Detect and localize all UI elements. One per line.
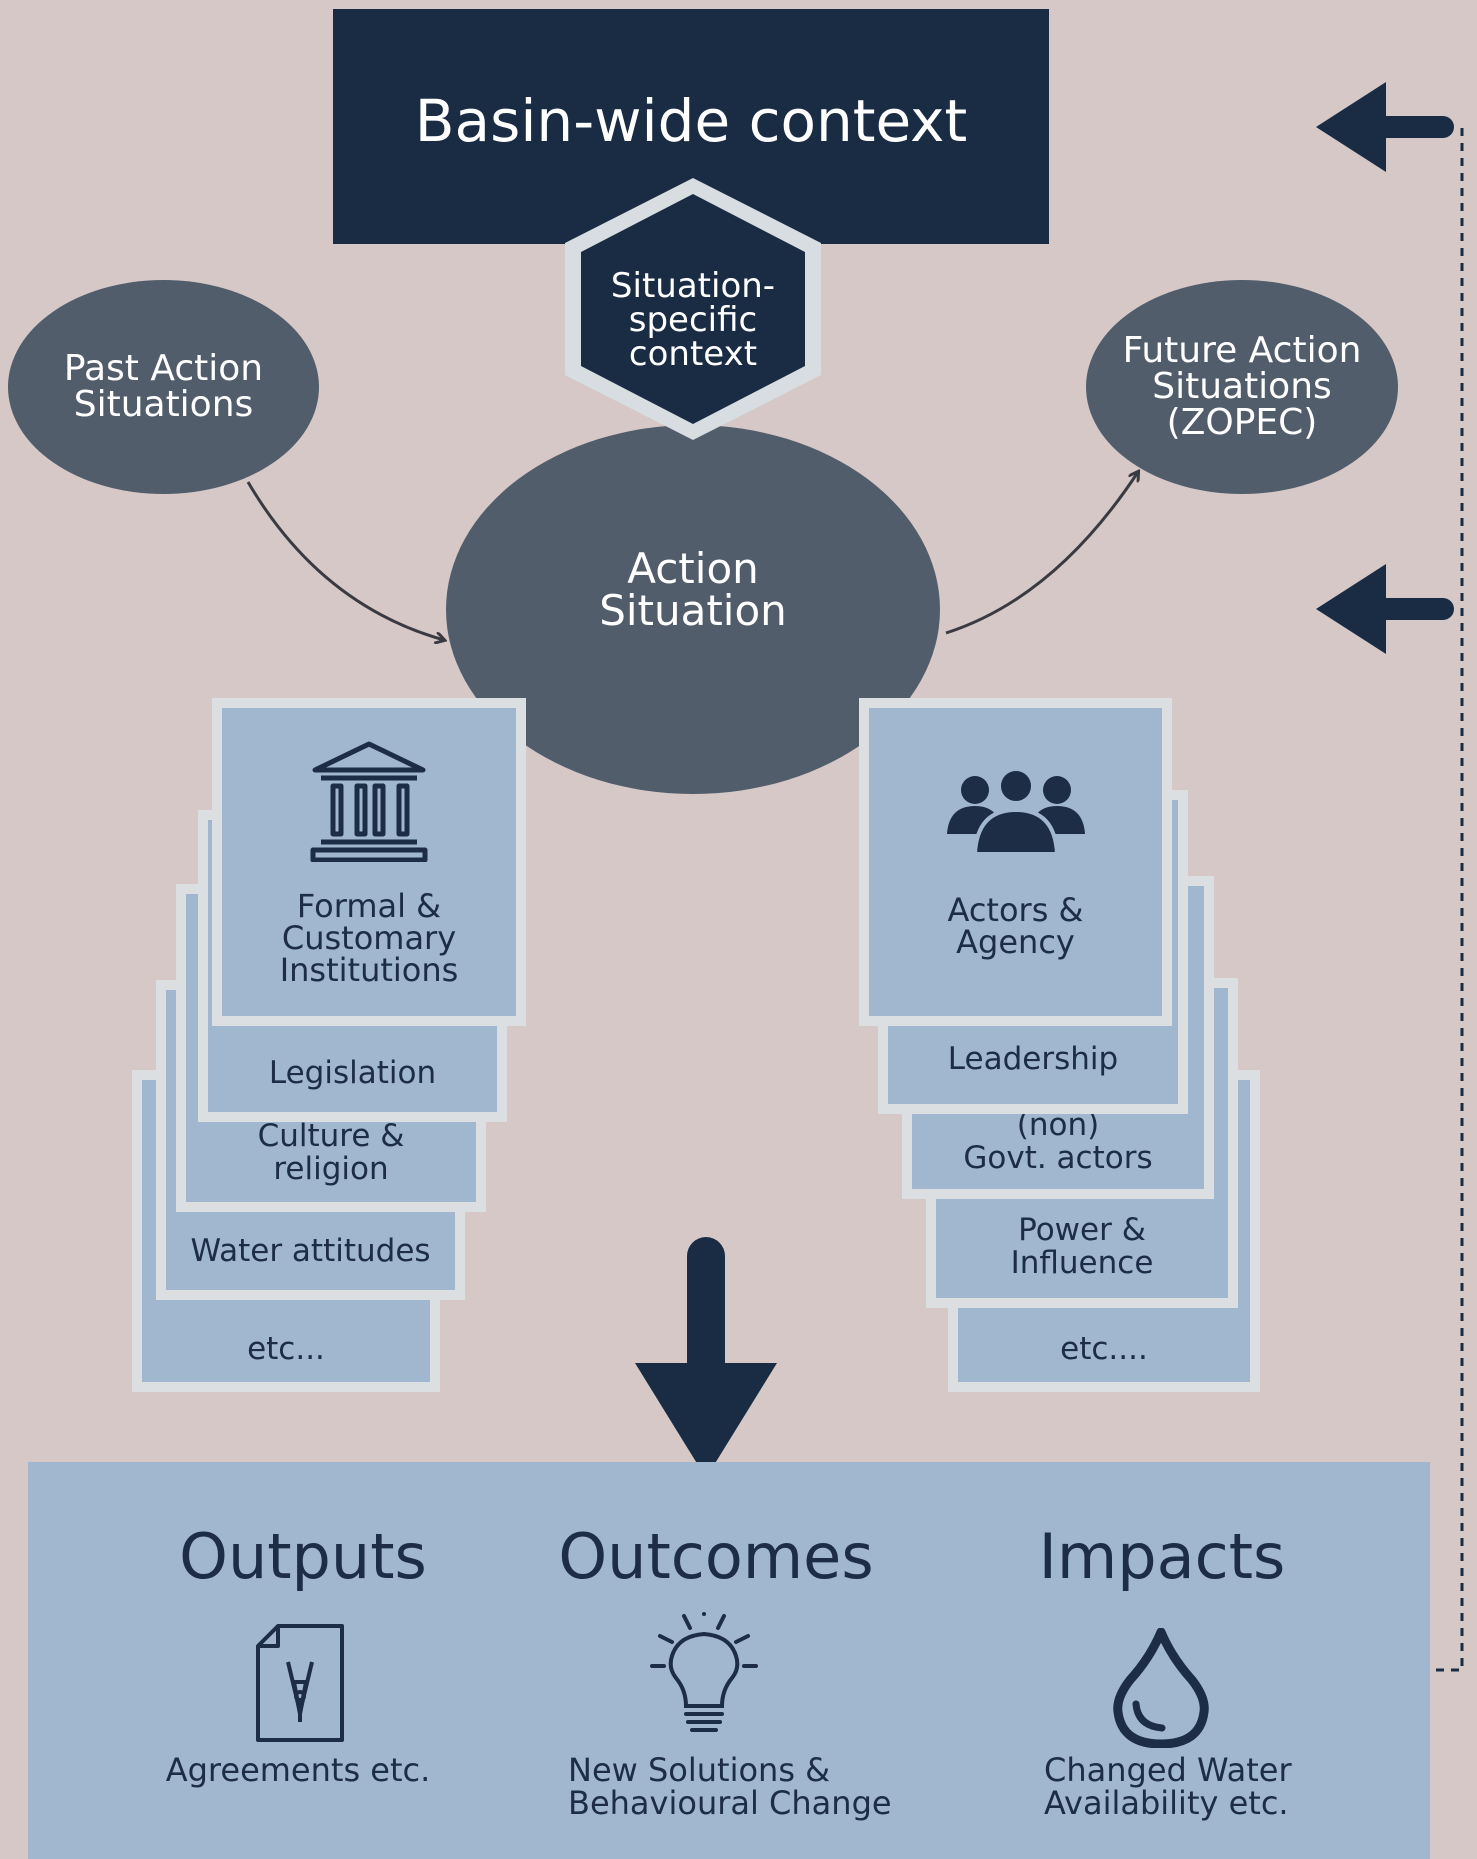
- feedback-arrow-middle: [1316, 564, 1454, 654]
- outcomes-text: New Solutions & Behavioural Change: [568, 1754, 908, 1820]
- actors-item-power-line2: Influence: [1010, 1245, 1154, 1281]
- action-label-line1: Action: [627, 543, 759, 593]
- institutions-title-line1: Formal &: [296, 887, 442, 925]
- impacts-text: Changed Water Availability etc.: [1044, 1754, 1344, 1820]
- outcomes-heading: Outcomes: [558, 1520, 874, 1593]
- institutions-item-culture-line2: religion: [273, 1151, 389, 1187]
- institutions-item-water-attitudes: Water attitudes: [190, 1233, 431, 1269]
- past-action-situations-oval: Past Action Situations: [8, 280, 319, 494]
- outputs-heading: Outputs: [179, 1520, 427, 1593]
- future-label-line1: Future Action: [1122, 330, 1362, 371]
- action-to-future-arrow: [945, 472, 1138, 635]
- institutions-main-card: Formal & Customary Institutions: [212, 698, 526, 1026]
- actors-main-card: Actors & Agency: [859, 698, 1172, 1026]
- feedback-dotted-line: [1376, 127, 1464, 1672]
- water-drop-icon: [1113, 1628, 1209, 1748]
- past-to-action-arrow: [246, 481, 444, 640]
- situation-context-hexagon: [565, 178, 821, 440]
- situation-context-label: Situation- specific context: [580, 260, 806, 380]
- actors-item-govt-line1: (non): [1016, 1107, 1100, 1143]
- actors-item-power-line1: Power &: [1018, 1212, 1146, 1248]
- document-pen-icon: [256, 1624, 344, 1742]
- outputs-text: Agreements etc.: [165, 1751, 431, 1789]
- down-arrow: [635, 1237, 777, 1478]
- actors-title-line1: Actors &: [947, 891, 1084, 929]
- impacts-text-line2: Availability etc.: [1044, 1784, 1289, 1822]
- future-label-line2: Situations: [1152, 366, 1332, 407]
- institutions-item-legislation: Legislation: [268, 1055, 437, 1091]
- institution-icon: [310, 741, 428, 862]
- actors-item-etc: etc....: [1060, 1331, 1148, 1367]
- lightbulb-icon: [650, 1612, 758, 1732]
- institutions-title-line3: Institutions: [279, 951, 459, 989]
- action-situation-oval: Action Situation: [446, 425, 940, 794]
- situation-context-line2: specific: [628, 300, 758, 340]
- people-group-icon: [946, 768, 1085, 854]
- actors-item-govt-line2: Govt. actors: [963, 1140, 1153, 1176]
- past-label-line1: Past Action: [63, 348, 264, 389]
- actors-item-leadership: Leadership: [947, 1041, 1119, 1077]
- impacts-text-line1: Changed Water: [1044, 1751, 1292, 1789]
- institutions-title-line2: Customary: [281, 919, 457, 957]
- feedback-arrow-top: [1316, 82, 1454, 172]
- situation-context-line1: Situation-: [610, 266, 776, 306]
- basin-wide-context-title: Basin-wide context: [414, 86, 968, 155]
- actors-title-line2: Agency: [956, 923, 1075, 961]
- institutions-item-culture-line1: Culture &: [257, 1118, 405, 1154]
- institutions-item-etc: etc...: [247, 1331, 325, 1367]
- impacts-heading: Impacts: [1038, 1520, 1286, 1593]
- results-panel: [28, 1462, 1430, 1859]
- action-label-line2: Situation: [599, 585, 787, 635]
- outcomes-text-line1: New Solutions &: [568, 1751, 831, 1789]
- future-action-situations-oval: Future Action Situations (ZOPEC): [1086, 280, 1398, 494]
- future-label-line3: (ZOPEC): [1166, 402, 1318, 443]
- outcomes-text-line2: Behavioural Change: [568, 1784, 892, 1822]
- past-label-line2: Situations: [73, 384, 254, 425]
- situation-context-line3: context: [628, 334, 758, 374]
